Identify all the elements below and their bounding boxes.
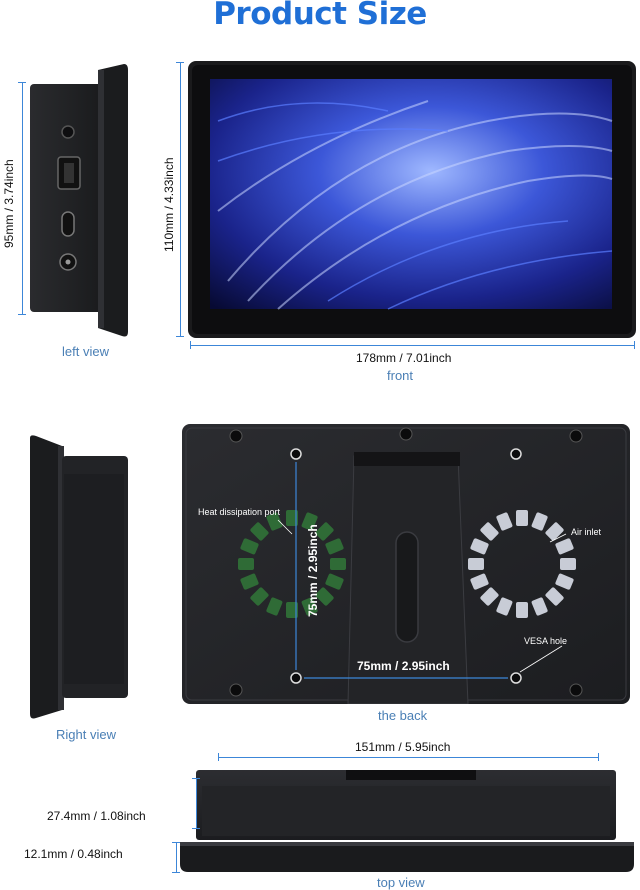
heat-dissipation-label: Heat dissipation port (198, 507, 281, 517)
side-height-label: 95mm / 3.74inch (2, 159, 16, 248)
front-view-device (188, 61, 636, 338)
audio-port-icon (61, 125, 75, 139)
air-inlet-icon (468, 510, 576, 618)
front-height-label: 110mm / 4.33inch (162, 157, 176, 253)
top-width-label: 151mm / 5.95inch (355, 740, 451, 754)
vesa-holes (290, 448, 522, 684)
right-view-label: Right view (56, 727, 116, 742)
top-view-label: top view (377, 875, 425, 890)
heat-vent-icon (238, 510, 346, 618)
usb-c-port-icon (61, 211, 75, 237)
top-depth-full-label: 27.4mm / 1.08inch (47, 809, 146, 823)
top-view-device (176, 768, 638, 874)
vesa-vertical-label: 75mm / 2.95inch (306, 524, 320, 617)
air-inlet-label: Air inlet (571, 527, 602, 537)
front-view-label: front (387, 368, 414, 383)
left-view-label: left view (62, 344, 109, 359)
back-view-device (182, 424, 630, 705)
right-view-device (28, 434, 132, 720)
page-title: Product Size (213, 0, 427, 32)
vesa-hole-label: VESA hole (524, 636, 568, 646)
top-depth-base-label: 12.1mm / 0.48inch (24, 847, 123, 861)
front-width-label: 178mm / 7.01inch (356, 351, 452, 365)
back-view-label: the back (378, 708, 428, 723)
left-view-device (28, 62, 130, 340)
vesa-horizontal-label: 75mm / 2.95inch (357, 659, 450, 673)
